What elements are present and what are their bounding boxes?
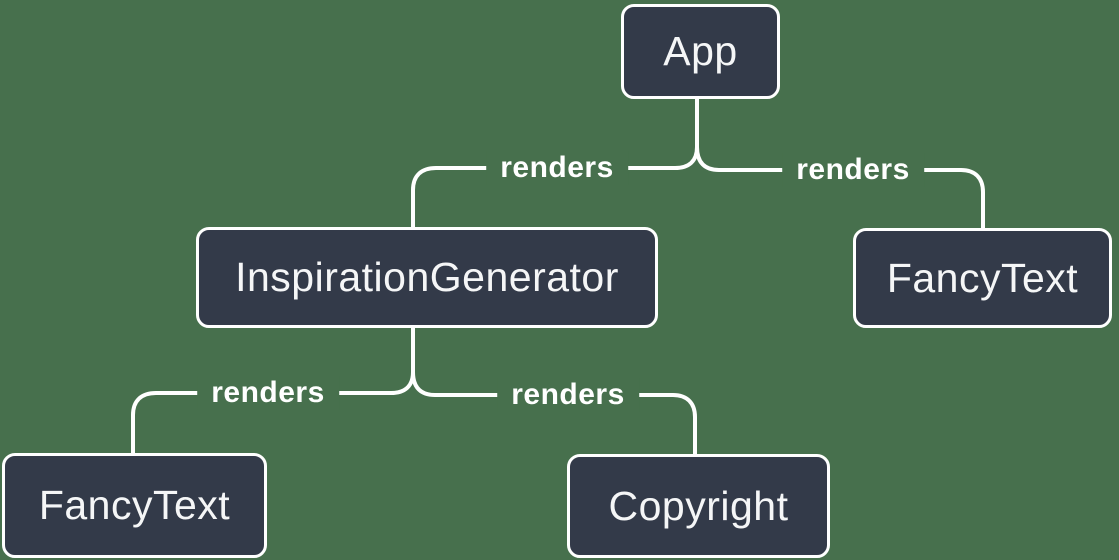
node-fancy-text-left: FancyText [2, 453, 267, 558]
node-fancy-text-right-label: FancyText [886, 254, 1079, 301]
edge-connector-inspiration-generator-fancy-text [131, 370, 415, 455]
node-fancy-text-right: FancyText [853, 228, 1112, 328]
edge-connector-inspiration-generator-copyright [411, 370, 697, 456]
node-app-label: App [663, 28, 738, 74]
node-copyright: Copyright [567, 454, 830, 558]
node-app: App [621, 4, 780, 99]
edge-label-renders: renders [497, 378, 639, 412]
node-copyright-label: Copyright [608, 482, 789, 529]
edge-label-renders: renders [197, 376, 339, 410]
edge-label-renders: renders [486, 151, 628, 185]
edge-connector-app-inspiration-generator [411, 145, 699, 229]
node-inspiration-generator-label: InspirationGenerator [235, 254, 619, 300]
edge-connector-app-fancy-text [695, 145, 985, 230]
node-inspiration-generator: InspirationGenerator [196, 227, 658, 328]
edge-label-renders: renders [782, 153, 924, 187]
node-fancy-text-left-label: FancyText [38, 482, 231, 528]
